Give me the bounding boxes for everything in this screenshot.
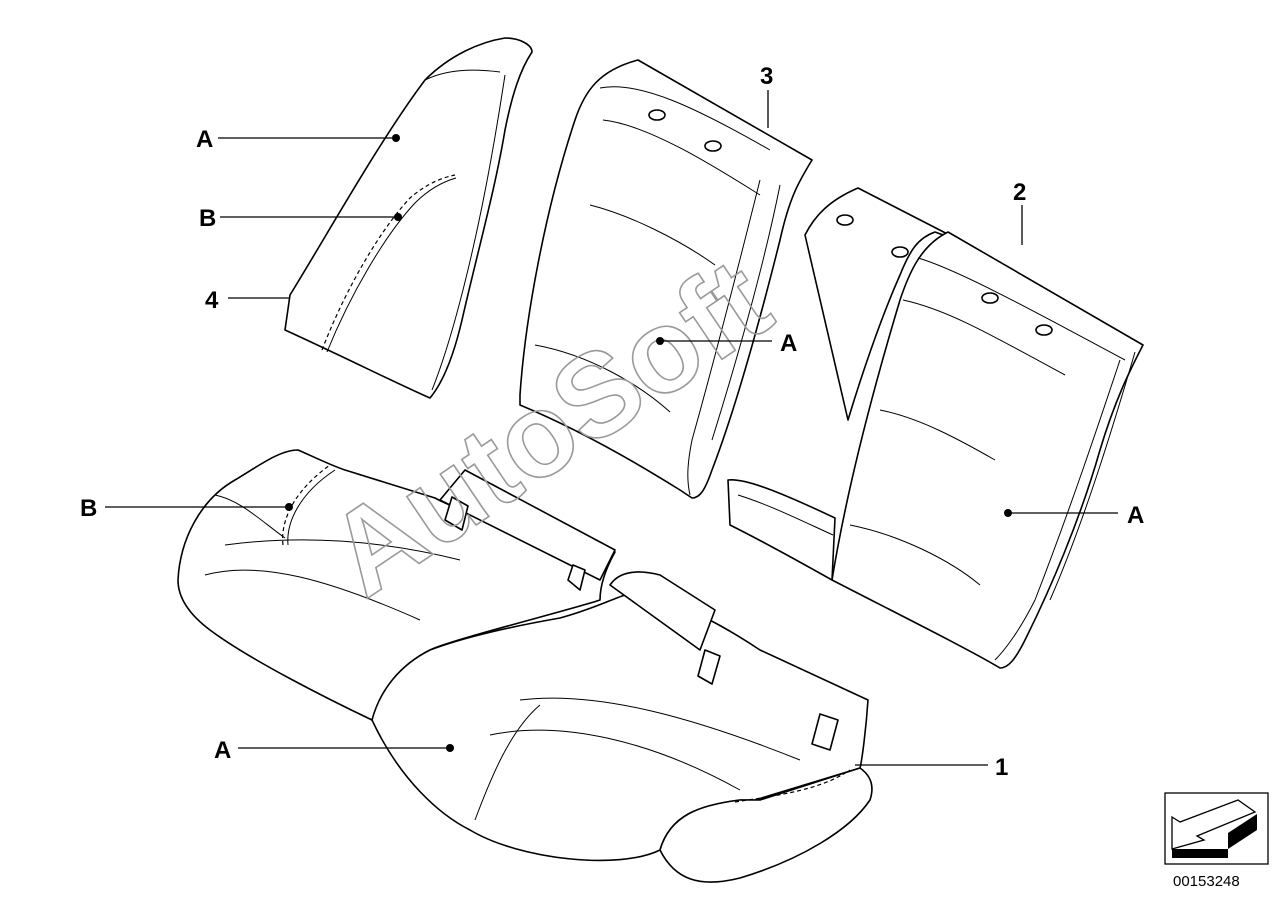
callout-A-cushion: A <box>214 737 454 764</box>
part-2-backrest-right <box>727 187 1144 669</box>
callout-text: B <box>199 205 216 232</box>
callout-text: 4 <box>205 287 219 314</box>
callout-A-backrest-left: A <box>656 330 797 357</box>
callout-B-cushion: B <box>80 495 293 522</box>
callout-text: A <box>780 330 797 357</box>
callout-B-headrest: B <box>199 205 402 232</box>
callout-text: B <box>80 495 97 522</box>
callout-text: A <box>214 737 231 764</box>
callout-3: 3 <box>760 63 773 128</box>
callout-A-headrest: A <box>196 126 400 153</box>
reference-number: 00153248 <box>1173 873 1240 890</box>
part-4-side-bolster <box>284 37 533 399</box>
part-3-backrest-left <box>519 59 813 499</box>
view-direction-arrow-icon <box>1164 792 1269 865</box>
callout-text: 1 <box>995 754 1008 781</box>
callout-text: 3 <box>760 63 773 90</box>
callout-4: 4 <box>205 287 290 314</box>
callout-text: A <box>1127 502 1144 529</box>
callout-text: A <box>196 126 213 153</box>
callout-A-backrest-right: A <box>1004 502 1144 529</box>
callout-1: 1 <box>855 754 1008 781</box>
callout-2: 2 <box>1013 179 1026 245</box>
part-1-seat-cushion <box>177 449 873 883</box>
callout-text: 2 <box>1013 179 1026 206</box>
